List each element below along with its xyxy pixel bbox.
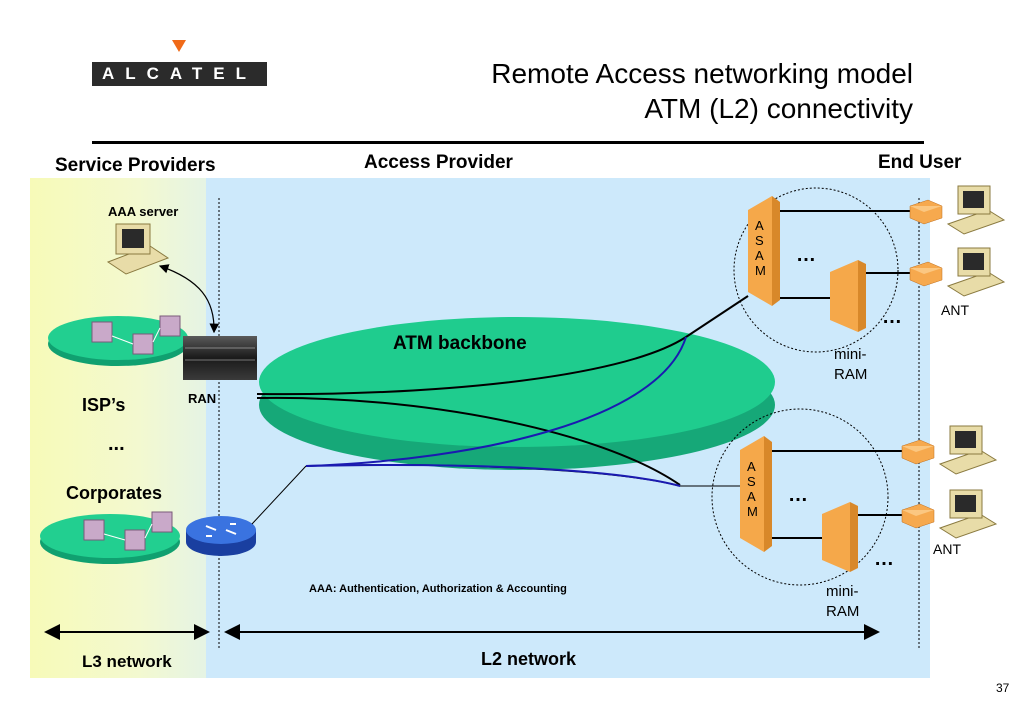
upper-asam-letter: A	[755, 248, 764, 263]
lower-asam-icon	[740, 436, 772, 552]
title-line-2: ATM (L2) connectivity	[644, 93, 913, 124]
router-icon	[186, 516, 256, 556]
end-user-computer-icon	[946, 247, 1006, 297]
logo-text: ALCATEL	[101, 64, 258, 83]
title-line-1: Remote Access networking model	[491, 58, 913, 89]
upper-asam-dots: …	[796, 244, 816, 266]
aaa-ran-link	[158, 264, 220, 334]
upper-ant-label: ANT	[941, 302, 969, 318]
isps-label: ISP’s	[82, 395, 126, 415]
service-providers-header: Service Providers	[55, 155, 216, 176]
lower-miniram-dots: …	[874, 548, 894, 570]
corporates-label: Corporates	[66, 483, 163, 503]
lower-asam-letter: S	[747, 474, 756, 489]
upper-asam-letter: A	[755, 218, 764, 233]
ran-label: RAN	[188, 391, 217, 406]
left-ellipsis: ...	[108, 433, 125, 455]
upper-asam-letter: M	[755, 263, 766, 278]
ran-to-lower-asam-link	[256, 396, 681, 486]
aaa-server-computer-icon	[106, 223, 170, 275]
lower-mini-ram-label-line2: RAM	[826, 603, 860, 620]
upper-mini-ram-label-line2: RAM	[834, 366, 868, 383]
upper-mini-ram-icon	[830, 260, 866, 332]
page-number: 37	[996, 681, 1010, 695]
upper-asam-uplink	[685, 295, 749, 338]
ant-icon	[909, 261, 943, 287]
lower-asam-group-outline	[711, 408, 889, 586]
upper-mini-ram-label-line1: mini-	[834, 346, 867, 363]
atm-backbone-label: ATM backbone	[393, 333, 527, 354]
isp-network	[48, 315, 188, 366]
alcatel-logo: ALCATEL	[92, 38, 267, 90]
access-provider-header: Access Provider	[364, 152, 513, 173]
title-divider	[92, 141, 924, 144]
lower-asam-letter: A	[747, 489, 756, 504]
l2-network-label: L2 network	[481, 649, 577, 669]
ant-icon	[901, 503, 935, 529]
end-user-computer-icon	[938, 489, 998, 539]
lower-asam-letter: M	[747, 504, 758, 519]
upper-asam-icon	[748, 196, 780, 306]
lower-asam-letter: A	[747, 459, 756, 474]
l3-network-label: L3 network	[82, 652, 172, 671]
upper-asam-group-outline	[733, 187, 899, 353]
ran-to-upper-asam-link	[256, 295, 749, 396]
upper-asam-letter: S	[755, 233, 764, 248]
aaa-server-label: AAA server	[108, 204, 179, 219]
ran-device-icon	[183, 336, 257, 380]
lower-asam-dots: …	[788, 484, 808, 506]
router-to-backbone-link	[251, 465, 307, 525]
upper-miniram-dots: …	[882, 306, 902, 328]
corporate-network	[40, 511, 180, 564]
ant-icon	[909, 199, 943, 225]
end-user-computer-icon	[946, 185, 1006, 235]
blue-vc-lower	[305, 463, 681, 487]
lower-ant-label: ANT	[933, 541, 961, 557]
blue-vc-upper	[305, 336, 687, 467]
end-user-computer-icon	[938, 425, 998, 475]
end-user-header: End User	[878, 152, 962, 173]
lower-mini-ram-label-line1: mini-	[826, 583, 859, 600]
lower-mini-ram-icon	[822, 502, 858, 572]
ant-icon	[901, 439, 935, 465]
alcatel-logo-mark	[92, 40, 267, 86]
aaa-definition-note: AAA: Authentication, Authorization & Acc…	[309, 583, 567, 595]
